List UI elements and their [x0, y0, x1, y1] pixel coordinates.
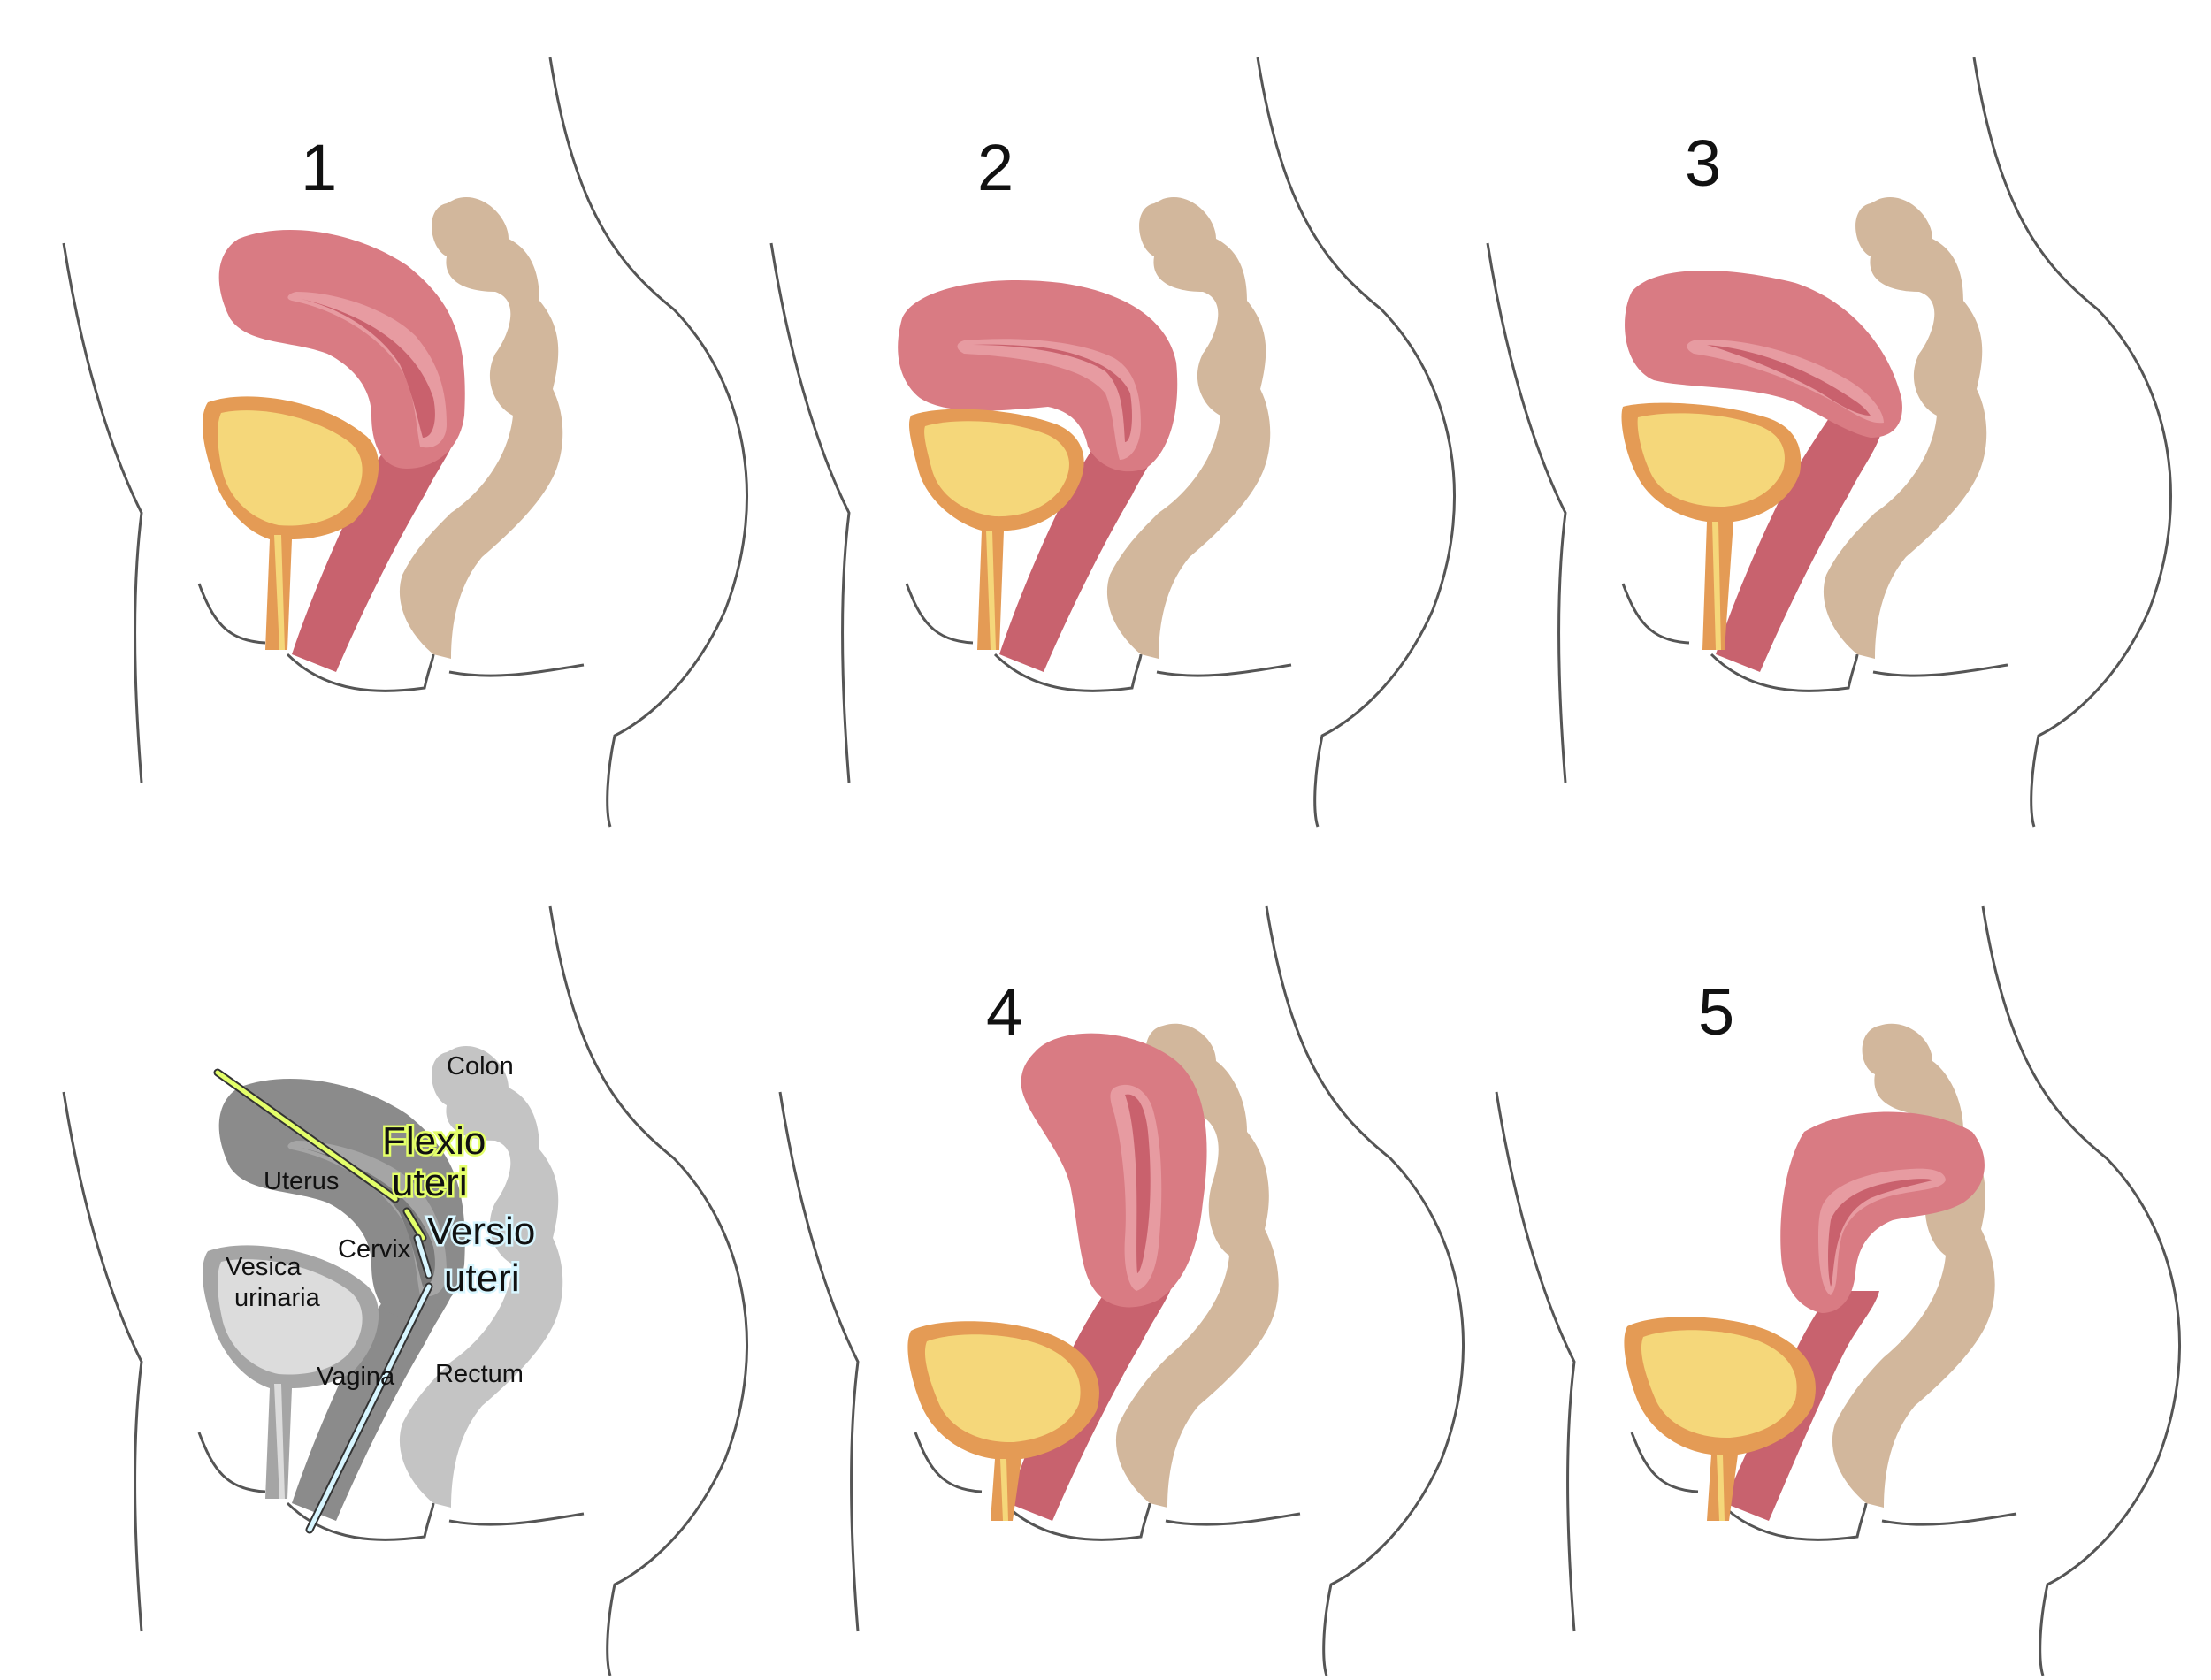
panel-legend: Colon Uterus Cervix Vesica urinaria Vagi…: [62, 905, 749, 1677]
colon: [1823, 197, 1987, 660]
panel-5: 5: [1495, 905, 2182, 1677]
panel-number-4: 4: [986, 975, 1022, 1049]
label-uterus: Uterus: [264, 1167, 339, 1195]
label-colon: Colon: [447, 1052, 514, 1081]
label-flexio-line2: uteri: [392, 1161, 468, 1204]
panel-3: 3: [1486, 56, 2173, 829]
label-flexio-line1: Flexio: [382, 1119, 486, 1163]
uterus: [1021, 1033, 1207, 1308]
label-cervix: Cervix: [338, 1235, 411, 1264]
colon: [1115, 1023, 1279, 1508]
label-vesica-line2: urinaria: [234, 1284, 321, 1312]
label-rectum: Rectum: [435, 1360, 524, 1388]
uterus: [218, 1079, 465, 1317]
uterus: [898, 279, 1178, 472]
panel-number-3: 3: [1685, 126, 1721, 200]
colon: [399, 1046, 563, 1508]
label-versio-line2: uteri: [444, 1256, 520, 1300]
panel-4: 4: [778, 905, 1465, 1677]
uterus: [218, 230, 465, 469]
panel-1: 1: [62, 56, 749, 829]
label-versio-line1: Versio: [427, 1210, 535, 1253]
vagina: [292, 416, 460, 672]
panel-number-1: 1: [301, 131, 337, 204]
colon: [1832, 1023, 1995, 1508]
panel-2: 2: [769, 56, 1457, 829]
colon: [399, 197, 563, 660]
panel-number-5: 5: [1698, 975, 1734, 1049]
label-vagina: Vagina: [317, 1363, 395, 1391]
vagina: [1716, 416, 1884, 672]
vagina: [999, 416, 1167, 672]
colon: [1106, 197, 1271, 660]
label-vesica-line1: Vesica: [226, 1253, 302, 1281]
panel-number-2: 2: [977, 131, 1014, 204]
